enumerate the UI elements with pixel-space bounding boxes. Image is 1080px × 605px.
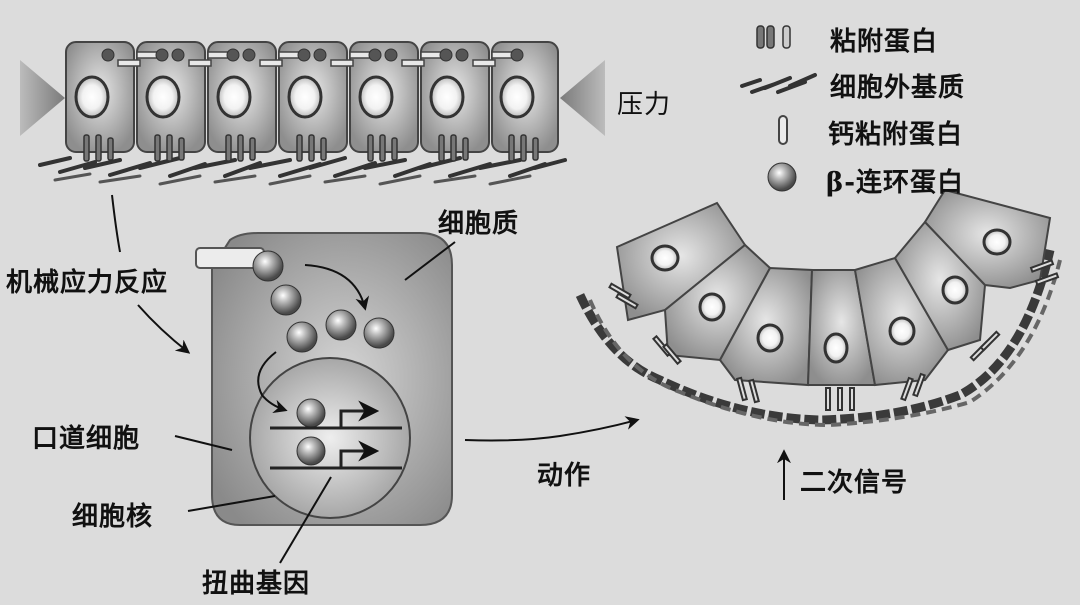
legend-label-extracellular-matrix: 细胞外基质	[830, 73, 966, 103]
arrow-to-cell	[137, 304, 191, 354]
leader-cytoplasm	[404, 241, 456, 281]
extracellular-matrix-icon	[740, 73, 817, 94]
leader-stomodeal	[174, 435, 233, 451]
leader-twist-gene	[279, 476, 332, 564]
junctions-top	[101, 48, 524, 67]
legend-label-cadherin: 钙粘附蛋白	[828, 120, 964, 150]
label-twist-gene: 扭曲基因	[202, 569, 311, 599]
adhesion-proteins-top	[83, 134, 539, 162]
curved-nuclei	[650, 228, 1012, 364]
legend-label-beta-catenin: β-连环蛋白	[826, 168, 965, 198]
extracellular-matrix	[38, 156, 567, 186]
legend-label-adhesion-protein: 粘附蛋白	[830, 27, 939, 57]
pressure-arrow-right	[560, 60, 605, 136]
stomodeal-cell	[195, 232, 453, 526]
label-pressure: 压力	[617, 90, 672, 120]
arrow-into-nucleus	[257, 351, 288, 414]
label-action: 动作	[537, 461, 592, 491]
label-cytoplasm: 细胞质	[438, 209, 520, 239]
pressure-arrow-left	[20, 60, 65, 136]
epithelial-cell-row	[20, 41, 605, 186]
label-stomodeal-cell: 口道细胞	[32, 424, 141, 454]
leader-nucleus	[187, 495, 276, 512]
leader-line-row	[111, 194, 121, 253]
action-arrow	[464, 416, 640, 442]
nuclei-top	[74, 75, 535, 119]
gene-dna	[270, 400, 402, 470]
arrow-cytoplasm	[304, 264, 370, 311]
beta-catenin-icon	[767, 162, 797, 192]
cadherin-icon	[778, 115, 788, 145]
label-secondary-signal: 二次信号	[800, 468, 909, 498]
nucleus-circle	[249, 357, 411, 519]
invaginating-epithelium	[575, 188, 1062, 428]
label-mechanical-stress-response: 机械应力反应	[6, 268, 169, 298]
legend-icons	[740, 25, 817, 192]
curved-adhesion-proteins	[608, 259, 1060, 411]
label-nucleus: 细胞核	[72, 502, 154, 532]
adhesion-protein-icon	[756, 25, 791, 49]
